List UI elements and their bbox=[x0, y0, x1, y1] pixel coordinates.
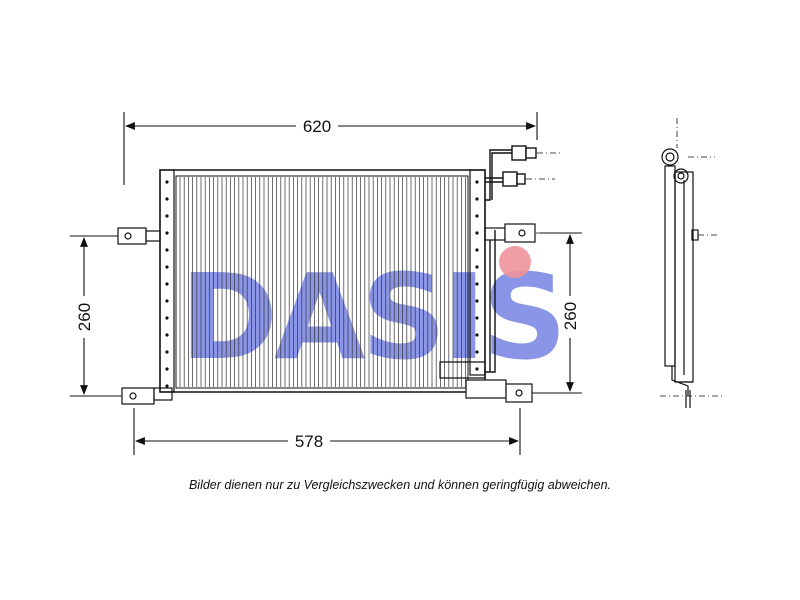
rivet bbox=[475, 316, 479, 320]
dimension-left-label: 260 bbox=[75, 303, 94, 331]
rivet bbox=[475, 282, 479, 286]
left-bottom-bracket bbox=[121, 387, 173, 405]
rivet bbox=[475, 350, 479, 354]
rivet bbox=[475, 180, 479, 184]
rivet bbox=[165, 180, 169, 184]
rivet bbox=[475, 333, 479, 337]
rivet bbox=[165, 299, 169, 303]
watermark-logo: DASIS bbox=[180, 246, 567, 386]
dimension-right-height bbox=[532, 232, 582, 394]
dimension-top-width bbox=[123, 112, 538, 185]
watermark-dot bbox=[499, 246, 531, 278]
dimension-top-label: 620 bbox=[303, 117, 331, 136]
rivet bbox=[165, 333, 169, 337]
disclaimer-caption: Bilder dienen nur zu Vergleichszwecken u… bbox=[188, 478, 612, 492]
rivet bbox=[165, 384, 169, 388]
rivet bbox=[475, 367, 479, 371]
dimension-bottom-label: 578 bbox=[295, 432, 323, 451]
rivet bbox=[475, 265, 479, 269]
condenser-side-view bbox=[660, 118, 722, 408]
rivet bbox=[475, 248, 479, 252]
rivet bbox=[165, 197, 169, 201]
rivet bbox=[165, 282, 169, 286]
rivet bbox=[475, 231, 479, 235]
rivet bbox=[165, 316, 169, 320]
right-mid-bracket bbox=[484, 223, 536, 243]
rivet bbox=[165, 265, 169, 269]
rivet bbox=[475, 197, 479, 201]
rivet bbox=[165, 350, 169, 354]
rivet bbox=[475, 299, 479, 303]
left-top-bracket bbox=[117, 227, 161, 245]
rivet bbox=[165, 214, 169, 218]
rivet bbox=[165, 367, 169, 371]
refrigerant-pipes bbox=[485, 145, 537, 373]
rivet bbox=[165, 231, 169, 235]
rivet bbox=[475, 214, 479, 218]
rivet bbox=[165, 248, 169, 252]
watermark-text: DASIS bbox=[180, 248, 563, 386]
dimension-bottom-width bbox=[133, 408, 521, 455]
condenser-front-view bbox=[117, 145, 562, 405]
dimension-right-label: 260 bbox=[561, 302, 580, 330]
dimension-left-height bbox=[70, 235, 122, 397]
right-bottom-bracket bbox=[439, 361, 533, 403]
